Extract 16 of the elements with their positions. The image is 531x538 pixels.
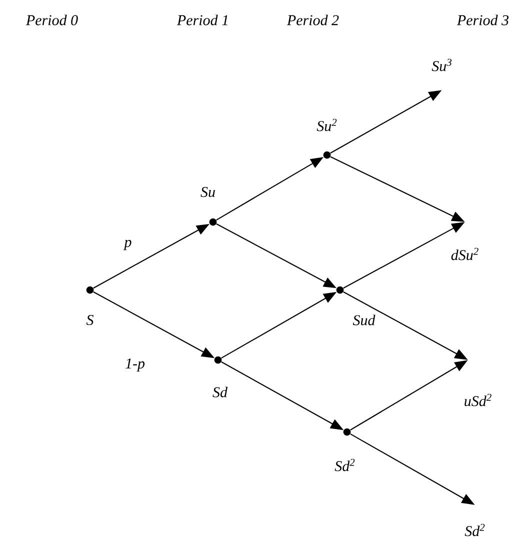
- period-label: Period 0: [26, 14, 78, 26]
- period-label: Period 3: [456, 14, 509, 26]
- node-label: Su: [200, 186, 215, 198]
- node-label: Su$^{3}$: [432, 58, 452, 72]
- node-label: Su$^{2}$: [316, 118, 337, 132]
- node-label: uSd$^{2}$: [464, 394, 492, 406]
- node-label: dSu$^{2}$: [451, 248, 478, 260]
- edge-label: 1-p: [124, 357, 146, 373]
- period-label: Period 1: [176, 14, 228, 26]
- edge-label: p: [123, 238, 133, 252]
- node-label: S: [86, 314, 94, 326]
- node-label: Sd$^{2}$: [334, 458, 355, 472]
- node-label: Sd$^{2}$: [464, 524, 485, 536]
- node-label: Sd: [212, 386, 228, 398]
- node-label: Sud: [352, 314, 376, 326]
- period-label: Period 2: [286, 14, 339, 26]
